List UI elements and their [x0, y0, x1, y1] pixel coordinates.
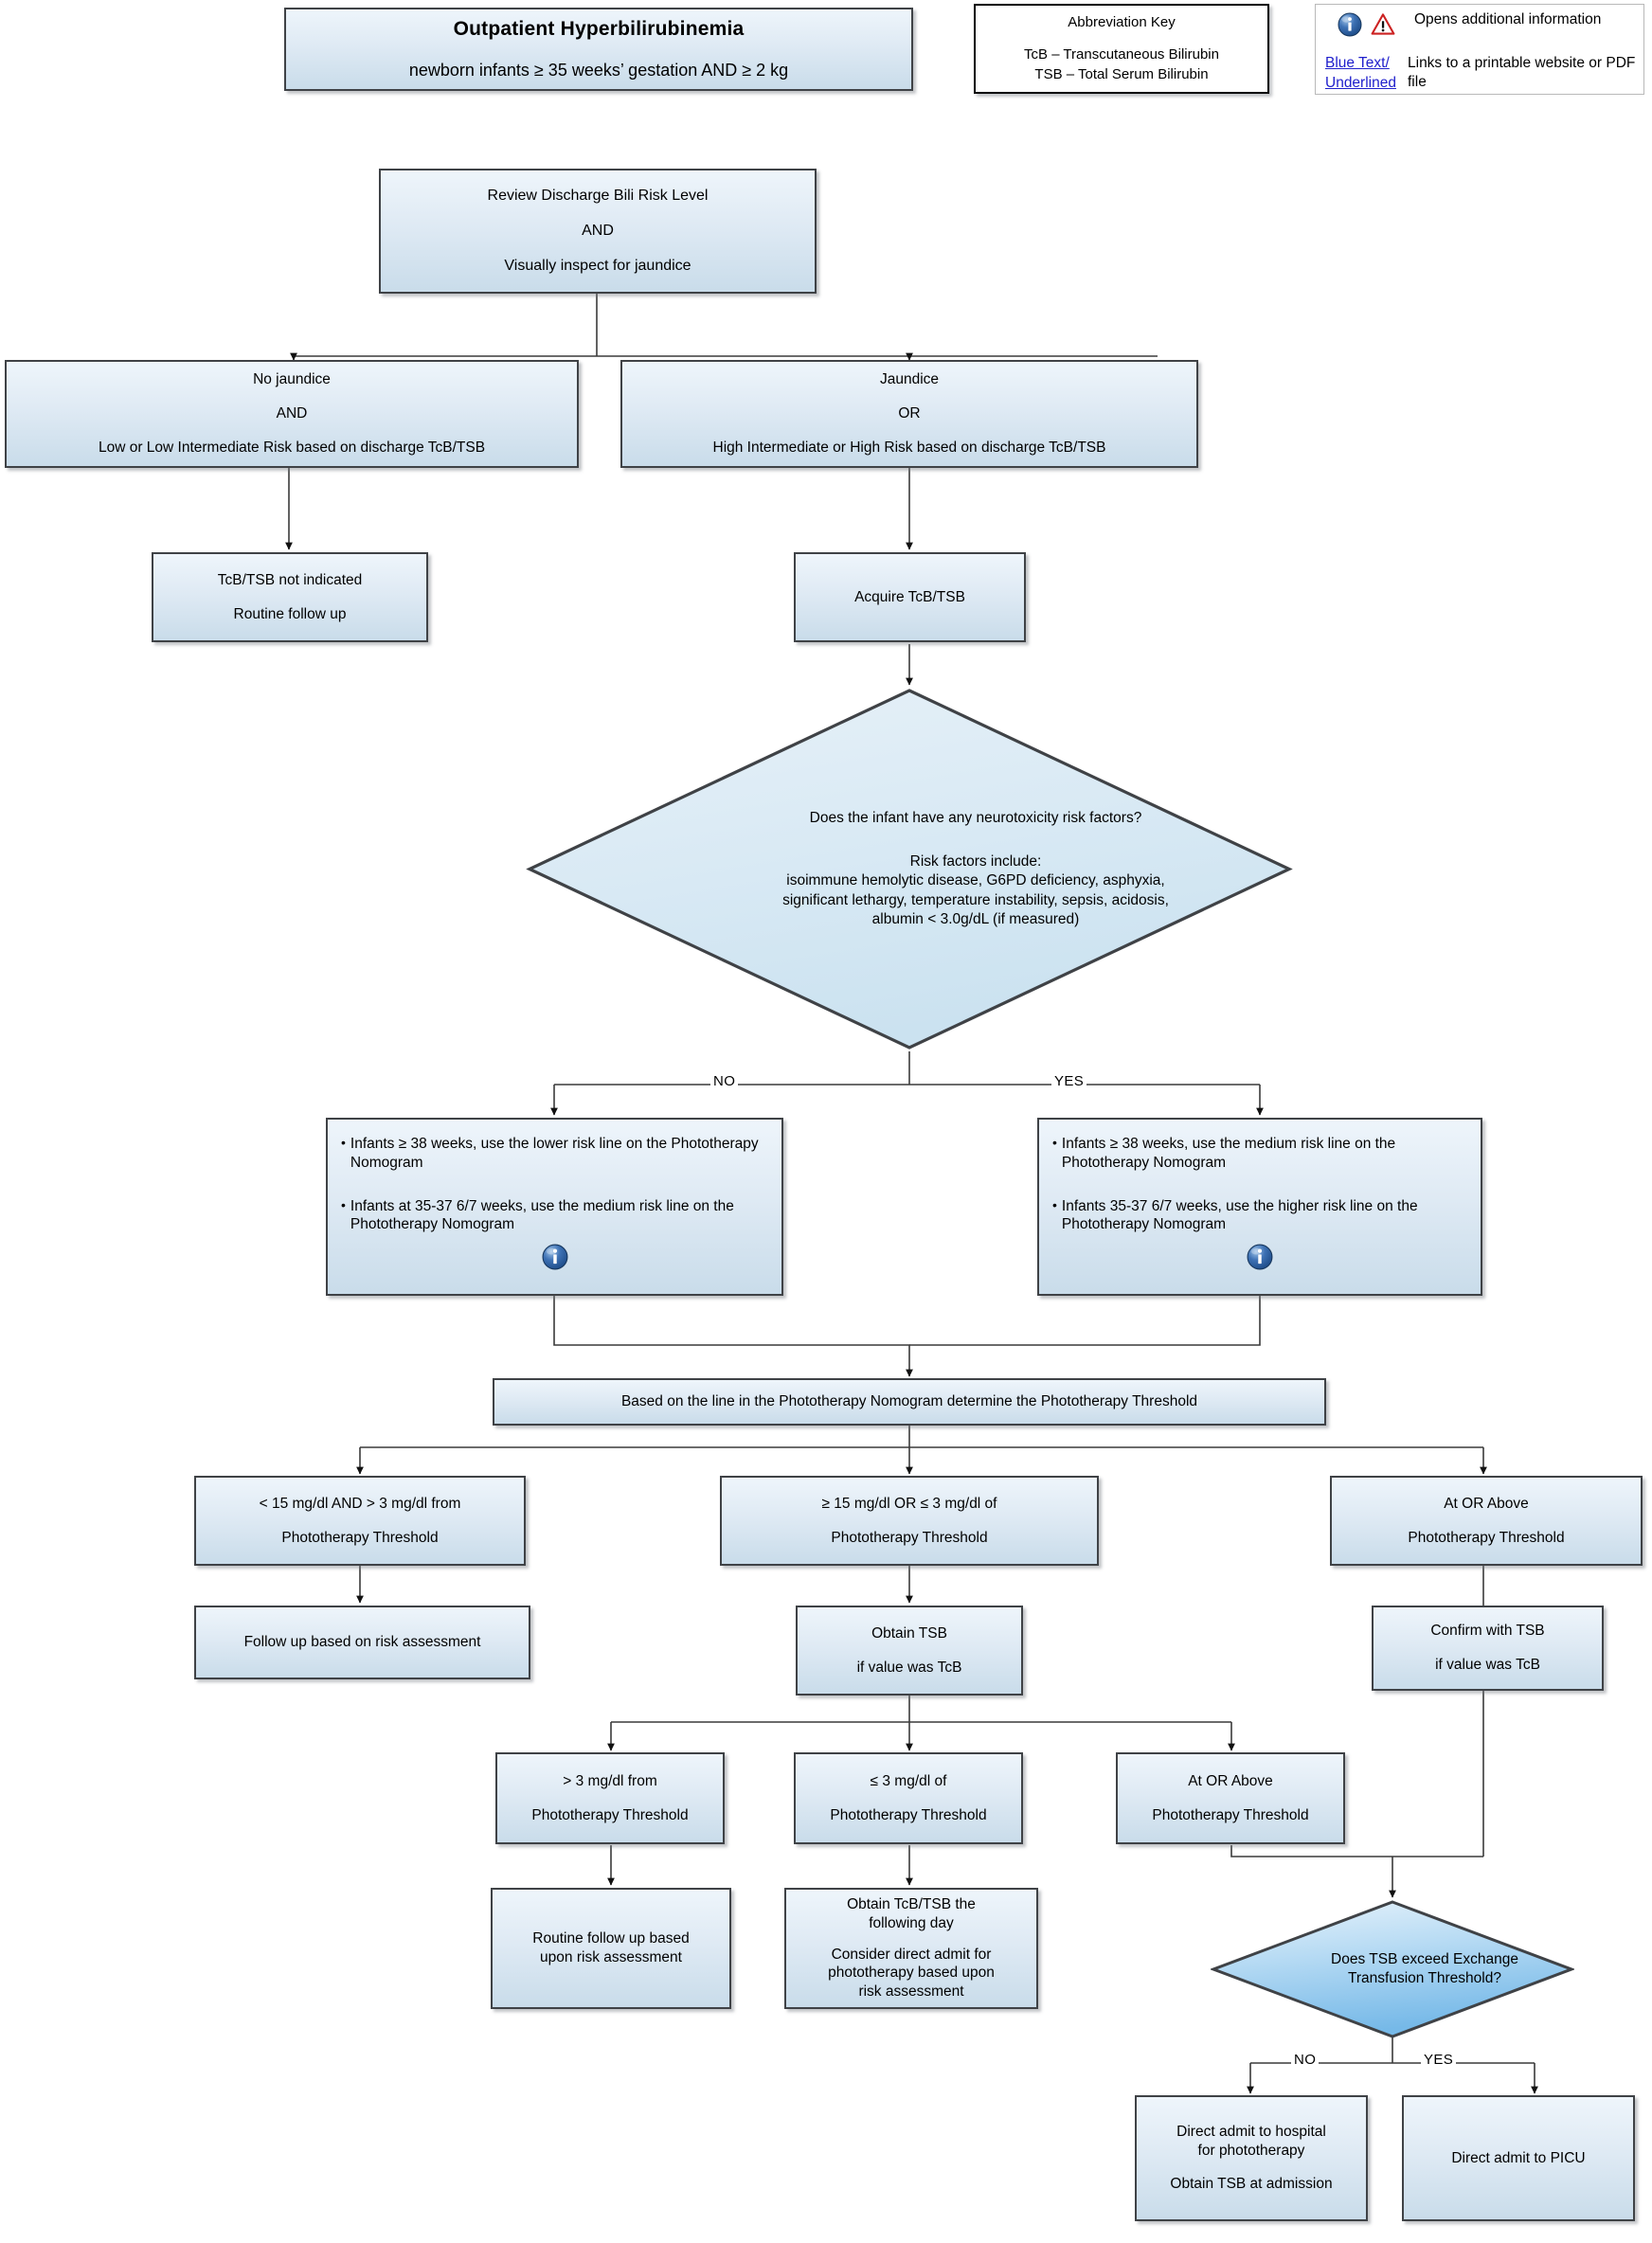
diamond-shape [526, 689, 1293, 1050]
info-icon[interactable] [341, 1244, 768, 1276]
node-no-jaundice[interactable]: No jaundice AND Low or Low Intermediate … [5, 360, 579, 468]
node-yes-branch-nomogram[interactable]: • Infants ≥ 38 weeks, use the medium ris… [1037, 1118, 1482, 1296]
icon-key-info-text: Opens additional information [1414, 11, 1602, 27]
node-jaundice[interactable]: Jaundice OR High Intermediate or High Ri… [620, 360, 1198, 468]
node-determine-threshold[interactable]: Based on the line in the Phototherapy No… [493, 1378, 1326, 1426]
node-gt-3-from-threshold[interactable]: > 3 mg/dl from Phototherapy Threshold [495, 1752, 725, 1844]
node-direct-admit-hospital[interactable]: Direct admit to hospital for phototherap… [1135, 2095, 1368, 2221]
warning-icon [1371, 12, 1395, 37]
icon-key-box: Opens additional information Blue Text/ … [1315, 4, 1644, 95]
node-obtain-tsb[interactable]: Obtain TSB if value was TcB [796, 1606, 1023, 1696]
abbreviation-key-box: Abbreviation Key TcB – Transcutaneous Bi… [974, 4, 1269, 94]
node-confirm-tsb[interactable]: Confirm with TSB if value was TcB [1372, 1606, 1604, 1691]
node-at-or-above-threshold-2[interactable]: At OR Above Phototherapy Threshold [1116, 1752, 1345, 1844]
bullet-item: • Infants ≥ 38 weeks, use the lower risk… [341, 1135, 759, 1171]
decision-neurotoxicity-risk[interactable]: Does the infant have any neurotoxicity r… [526, 687, 1293, 1051]
info-icon[interactable] [1052, 1244, 1467, 1276]
node-obtain-tcb-tsb-following-day[interactable]: Obtain TcB/TSB the following day Conside… [784, 1888, 1038, 2009]
node-tcb-tsb-not-indicated[interactable]: TcB/TSB not indicated Routine follow up [152, 552, 428, 642]
icon-key-icons [1325, 10, 1407, 37]
bullet-dot: • [1052, 1135, 1057, 1150]
decision-exchange-text: Does TSB exceed Exchange Transfusion Thr… [1331, 1950, 1518, 1986]
abbreviation-key-tsb: TSB – Total Serum Bilirubin [1034, 65, 1209, 82]
blue-text-link-line2: Underlined [1325, 74, 1396, 91]
bullet-dot: • [341, 1196, 346, 1212]
node-le-3-of-threshold[interactable]: ≤ 3 mg/dl of Phototherapy Threshold [794, 1752, 1023, 1844]
node-review-discharge[interactable]: Review Discharge Bili Risk Level AND Vis… [379, 169, 817, 294]
blue-text-link-line1: Blue Text/ [1325, 55, 1390, 71]
node-threshold-near[interactable]: ≥ 15 mg/dl OR ≤ 3 mg/dl of Phototherapy … [720, 1476, 1099, 1566]
decision-exchange-transfusion[interactable]: Does TSB exceed Exchange Transfusion Thr… [1209, 1899, 1576, 2039]
title-box: Outpatient Hyperbilirubinemia newborn in… [284, 8, 913, 91]
abbreviation-key-tcb: TcB – Transcutaneous Bilirubin [1024, 46, 1219, 63]
node-acquire-tcb-tsb[interactable]: Acquire TcB/TSB [794, 552, 1026, 642]
bullet-dot: • [1052, 1196, 1057, 1212]
page-title: Outpatient Hyperbilirubinemia [453, 17, 745, 40]
edge-label-risk-no: NO [710, 1073, 739, 1089]
decision-neurotoxicity-text: Does the infant have any neurotoxicity r… [782, 810, 1169, 927]
abbreviation-key-heading: Abbreviation Key [1068, 14, 1176, 31]
icon-key-link-text: Links to a printable website or PDF file [1408, 55, 1636, 91]
node-threshold-below[interactable]: < 15 mg/dl AND > 3 mg/dl from Photothera… [194, 1476, 526, 1566]
bullet-dot: • [341, 1135, 346, 1150]
page-subtitle: newborn infants ≥ 35 weeks’ gestation AN… [408, 61, 789, 81]
edge-label-risk-yes: YES [1051, 1073, 1087, 1089]
bullet-item: • Infants 35-37 6/7 weeks, use the highe… [1052, 1196, 1418, 1233]
blue-text-link[interactable]: Blue Text/ Underlined [1325, 54, 1400, 94]
icon-key-row-link: Blue Text/ Underlined Links to a printab… [1325, 54, 1638, 94]
node-threshold-at-or-above[interactable]: At OR Above Phototherapy Threshold [1330, 1476, 1643, 1566]
info-icon [1338, 12, 1362, 37]
bullet-item: • Infants ≥ 38 weeks, use the medium ris… [1052, 1135, 1396, 1171]
edge-label-exchange-no: NO [1291, 2052, 1320, 2068]
node-routine-followup[interactable]: Routine follow up based upon risk assess… [491, 1888, 731, 2009]
node-no-branch-nomogram[interactable]: • Infants ≥ 38 weeks, use the lower risk… [326, 1118, 783, 1296]
node-direct-admit-picu[interactable]: Direct admit to PICU [1402, 2095, 1635, 2221]
icon-key-row-info: Opens additional information [1325, 10, 1638, 37]
bullet-item: • Infants at 35-37 6/7 weeks, use the me… [341, 1196, 734, 1233]
node-followup-risk-assessment[interactable]: Follow up based on risk assessment [194, 1606, 530, 1679]
edge-label-exchange-yes: YES [1421, 2052, 1457, 2068]
